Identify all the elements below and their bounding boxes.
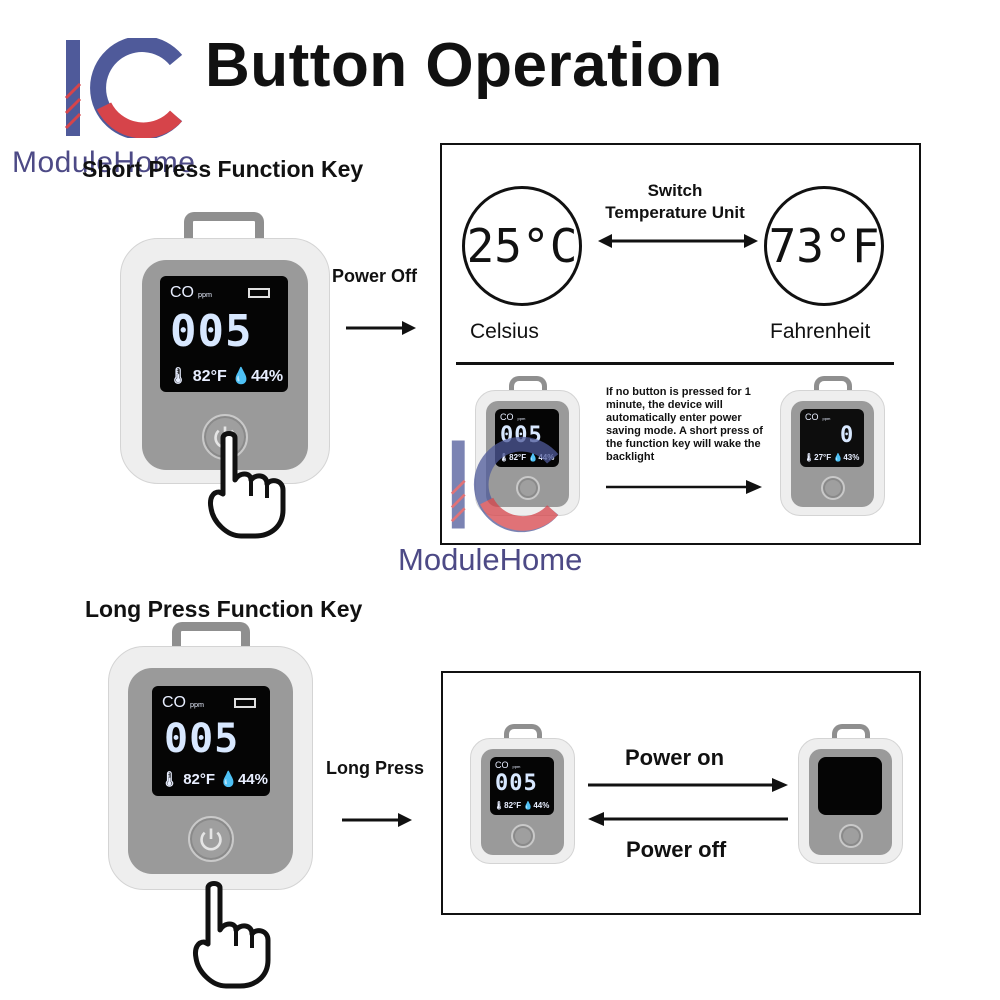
hand-pointer-icon — [193, 881, 271, 989]
switch-label-line1: Switch — [647, 181, 703, 200]
co-reading: 0 — [840, 423, 855, 448]
arrow-right-icon — [606, 480, 762, 494]
temp-humidity: 🌡 82°F 💧44% — [160, 771, 268, 788]
device-hook — [832, 724, 870, 744]
temp-humidity: 🌡27°F 💧43% — [804, 453, 860, 462]
celsius-display: 25°C — [462, 186, 582, 306]
battery-icon — [248, 288, 270, 298]
fahrenheit-label: Fahrenheit — [770, 320, 871, 343]
power-saving-note: If no button is pressed for 1 minute, th… — [606, 386, 763, 463]
celsius-label: Celsius — [470, 320, 539, 343]
hand-pointer-icon — [208, 431, 286, 539]
temp-humidity: 🌡82°F 💧44% — [494, 801, 550, 810]
arrow-left-icon — [588, 812, 788, 826]
fahrenheit-display: 73°F — [764, 186, 884, 306]
brand-logo-text: ModuleHome — [12, 146, 196, 179]
co-reading: 005 — [170, 306, 253, 357]
long-press-label: Long Press — [326, 758, 425, 778]
power-off-label: Power off — [626, 837, 727, 862]
device-off-small — [798, 724, 903, 864]
arrow-right-icon — [342, 813, 412, 827]
power-button[interactable] — [839, 824, 863, 848]
switch-unit-label: Switch Temperature Unit — [590, 180, 760, 224]
device-hook — [172, 622, 250, 658]
arrow-right-icon — [588, 778, 788, 792]
watermark-logo-icon — [450, 436, 559, 533]
power-icon — [200, 828, 222, 851]
device-hook — [509, 376, 547, 396]
device-hook — [184, 212, 264, 248]
power-button[interactable] — [821, 476, 845, 500]
arrow-right-icon — [346, 321, 416, 335]
switch-label-line2: Temperature Unit — [605, 203, 745, 222]
device-screen-off — [818, 757, 882, 815]
power-button[interactable] — [188, 816, 234, 862]
device-hook — [814, 376, 852, 396]
watermark-text: ModuleHome — [398, 542, 583, 577]
page-title: Button Operation — [205, 31, 723, 100]
temp-humidity: 🌡 82°F 💧44% — [168, 368, 284, 385]
short-press-heading: Short Press Function Key — [82, 156, 364, 182]
battery-icon — [234, 698, 256, 708]
power-button[interactable] — [511, 824, 535, 848]
power-button[interactable] — [516, 476, 540, 500]
power-off-label: Power Off — [332, 266, 418, 286]
device-hook — [504, 724, 542, 744]
short-press-panel — [440, 143, 921, 545]
long-press-heading: Long Press Function Key — [85, 596, 363, 622]
co-reading: 005 — [495, 771, 538, 796]
brand-logo-icon — [64, 38, 183, 138]
double-arrow-icon — [598, 234, 758, 248]
panel-divider — [456, 362, 894, 365]
co-reading: 005 — [164, 716, 240, 762]
long-press-panel — [441, 671, 921, 915]
power-on-label: Power on — [625, 745, 725, 770]
